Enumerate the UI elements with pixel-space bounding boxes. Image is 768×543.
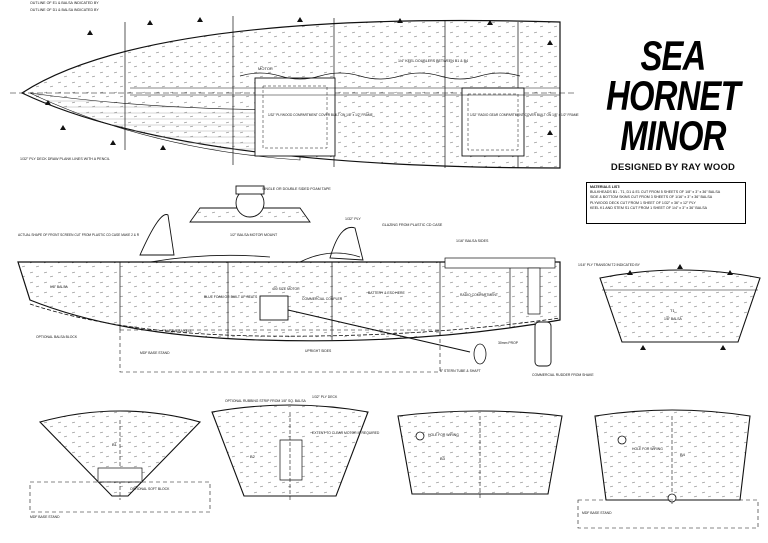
transom-ruler xyxy=(527,267,541,315)
front-screen-label: ACTUAL SHAPE OF FRONT SCREEN CUT FROM PL… xyxy=(18,233,140,237)
battery-label: BATTERY & ESC HERE xyxy=(368,291,405,295)
side-radio-box xyxy=(444,257,556,269)
bulkhead-b3 xyxy=(397,410,563,500)
b1-balsa-label: 1/8" BALSA xyxy=(50,285,69,289)
ply-motor-cover-label: 1/32" PLYWOOD COMPARTMENT COVER BUILT ON… xyxy=(268,113,373,117)
materials-line-4: KEEL K1 AND STEM S1 CUT FROM 1 SHEET OF … xyxy=(590,205,708,210)
plan-title-block: SEA HORNET MINOR DESIGNED BY RAY WOOD xyxy=(578,32,768,174)
materials-line-3: PLYWOOD DECK CUT FROM 1 SHEET OF 1/32" x… xyxy=(590,200,696,205)
b2-label: B2 xyxy=(250,454,256,459)
rudder-label: COMMERCIAL RUDDER FROM SHAKE xyxy=(532,373,594,377)
materials-line-2: SIDE & BOTTOM SKINS CUT FROM 3 SHEETS OF… xyxy=(590,195,713,200)
side-keel xyxy=(29,303,561,337)
rubbing-strip-label: OPTIONAL RUBBING STRIP FROM 1/8" SQ. BAL… xyxy=(225,399,306,403)
t1-balsa-label: 1/8" BALSA xyxy=(664,317,683,321)
motor-compartment-inner xyxy=(262,85,328,149)
optional-block-label: OPTIONAL BALSA BLOCK xyxy=(36,335,78,339)
top-wavy-edge xyxy=(239,72,521,80)
materials-heading: MATERIALS LIST: xyxy=(590,185,621,189)
side-hull-outline xyxy=(17,261,561,342)
title-line-1: SEA HORNET xyxy=(606,32,740,119)
coupler-label: COMMERCIAL COUPLER xyxy=(302,297,343,301)
motor-400-label: 400 SIZE MOTOR xyxy=(272,287,300,291)
motor-mount-label: 1/2" BALSA MOTOR MOUNT xyxy=(230,233,278,237)
rudder xyxy=(534,321,552,367)
propeller xyxy=(473,343,487,365)
rear-windscreen xyxy=(329,226,364,261)
outline-note-1: OUTLINE OF E1 & BALSA INDICATED BY xyxy=(30,1,99,5)
front-windscreen xyxy=(139,214,175,256)
prop-label: 30mm PROP xyxy=(498,341,519,345)
materials-list: MATERIALS LIST: BULKHEADS B1 - T1, D1 & … xyxy=(586,182,746,224)
upright-sides-label: UPRIGHT SIDES xyxy=(305,349,332,353)
b1-label: B1 xyxy=(112,442,118,447)
side-mdf-stand xyxy=(119,329,441,373)
bulkhead-b4 xyxy=(577,409,759,529)
radio-compartment-inner xyxy=(467,93,519,151)
hole-wiring-2-label: HOLE FOR WIRING xyxy=(632,447,663,451)
top-outline-markers xyxy=(45,17,553,150)
motor-mount-detail xyxy=(189,185,311,223)
base-stand-label: MDF BASE STAND xyxy=(140,351,170,355)
motor-compartment-cover xyxy=(254,77,336,157)
blue-foam-label: BLUE FOAM OR BUILT UP SEATS xyxy=(204,295,258,299)
title-line-2: MINOR xyxy=(620,112,726,159)
t1-label: T1 xyxy=(670,308,675,313)
motor-label: MOTOR xyxy=(258,66,273,71)
stern-tube-label: 8" STERN TUBE & SHAFT xyxy=(440,369,481,373)
mdf-stand-label-2: MDF BASE STAND xyxy=(582,511,612,515)
side-elevation xyxy=(17,214,561,373)
bulkhead-b1 xyxy=(29,410,211,513)
outline-note-2: OUTLINE OF D1 & BALSA INDICATED BY xyxy=(30,8,99,12)
materials-line-1: BULKHEADS B1 - T1, D1 & E1 CUT FROM 5 SH… xyxy=(590,190,721,195)
radio-cover-label: 1/32" RADIO GEAR COMPARTMENT COVER BUILT… xyxy=(470,113,579,117)
prop-shaft xyxy=(287,309,471,353)
keel-balsa-label: 1/4" BALSA KEEL xyxy=(165,329,192,333)
side-motor xyxy=(259,295,289,321)
transom-label: 1/16" PLY TRANSOM T2 INDICATED BY xyxy=(578,263,641,267)
bulkhead-b2 xyxy=(211,404,369,500)
glazing-label: GLAZING FROM PLASTIC CD CASE xyxy=(382,223,443,227)
soft-block-label: OPTIONAL SOFT BLOCK xyxy=(130,487,170,491)
radio-compartment-cover xyxy=(461,87,525,157)
mdf-stand-label-1: MDF BASE STAND xyxy=(30,515,60,519)
ply-deck-2-label: 1/32" PLY DECK xyxy=(312,395,338,399)
extent-motor-label: EXTENT TO CLEAR MOTOR IF REQUIRED xyxy=(312,431,380,435)
b4-label: B4 xyxy=(680,452,686,457)
ply-deck-planks-label: 1/32" PLY DECK DRAW PLANK LINES WITH A P… xyxy=(20,157,110,161)
ply-132-label: 1/32" PLY xyxy=(345,217,361,221)
balsa-sides-label: 1/16" BALSA SIDES xyxy=(456,239,489,243)
cockpit-seats xyxy=(149,252,361,263)
radio-compartment-label: RADIO COMPARTMENT xyxy=(460,293,498,297)
foam-tape-label: SINGLE OR DOUBLE SIDED FOAM TAPE xyxy=(262,187,331,191)
top-view-plan xyxy=(10,16,575,169)
designer-credit: DESIGNED BY RAY WOOD xyxy=(610,162,736,173)
side-bulkhead-lines xyxy=(119,262,511,340)
transom-view xyxy=(599,264,761,350)
hole-wiring-1-label: HOLE FOR WIRING xyxy=(428,433,459,437)
keel-doublers-label: 1/4" KEEL DOUBLERS BETWEEN B1 & B4 xyxy=(398,59,468,63)
b3-label: B3 xyxy=(440,456,446,461)
